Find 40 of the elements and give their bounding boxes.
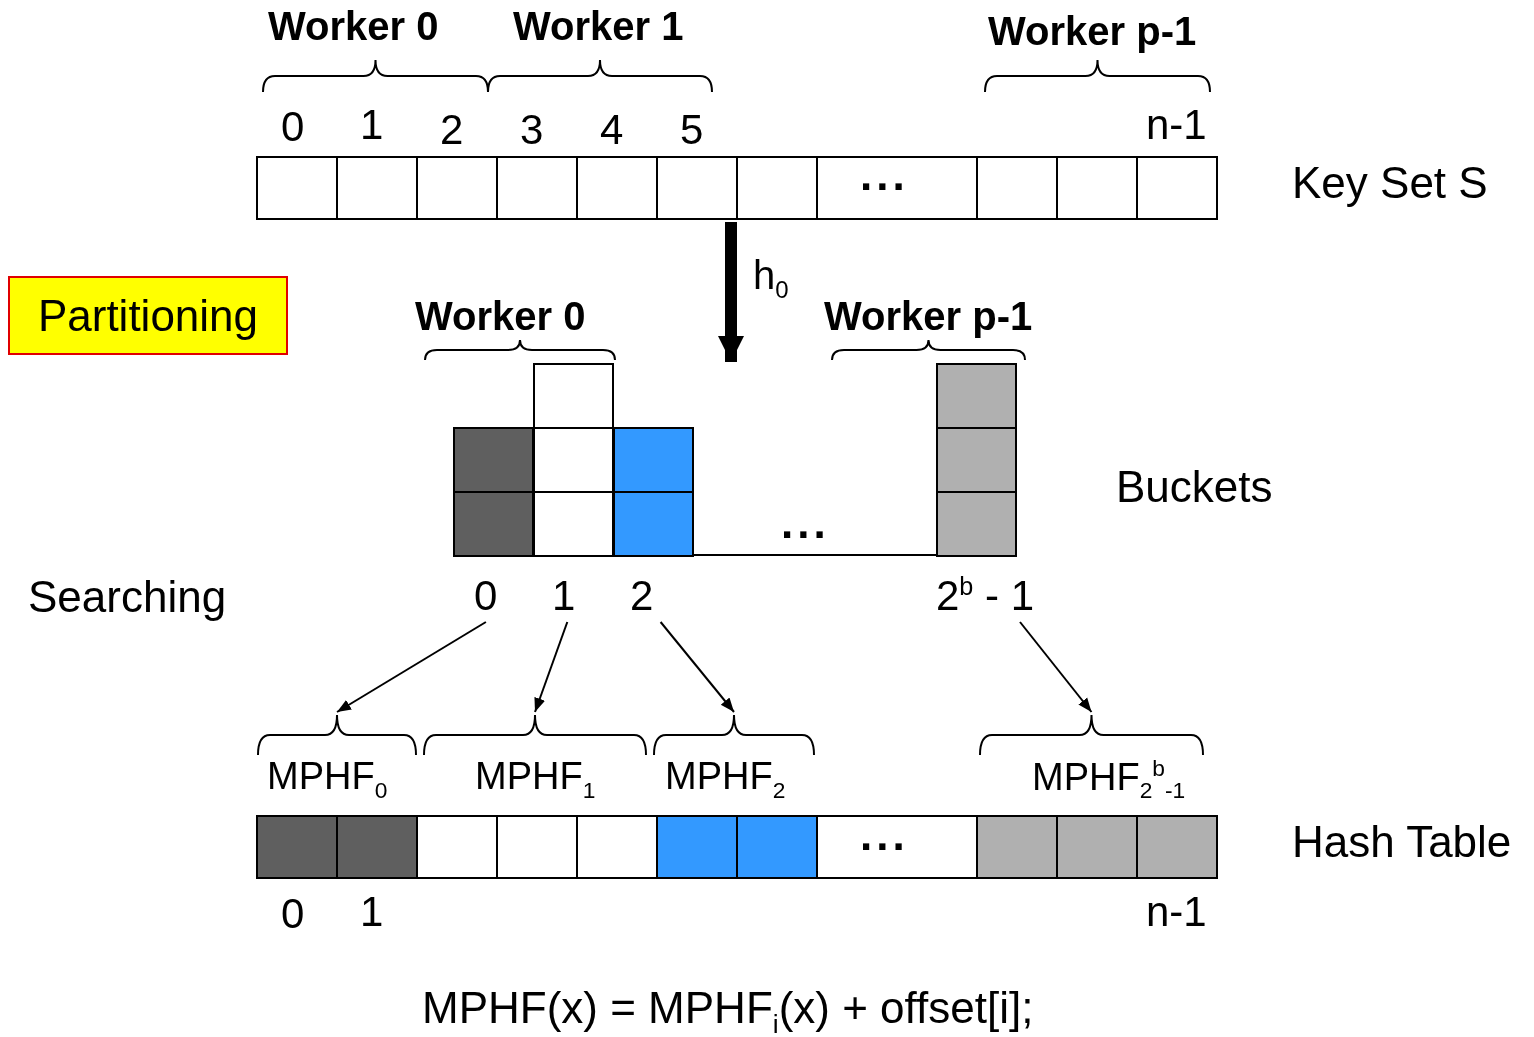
bucket-index: 1 [552, 572, 576, 621]
worker-label: Worker p-1 [988, 8, 1197, 54]
row-caption: Buckets [1116, 462, 1273, 513]
index-label: 4 [600, 106, 624, 155]
row-caption: Hash Table [1292, 817, 1512, 868]
index-label: 1 [360, 101, 384, 150]
index-label: 5 [680, 106, 704, 155]
ellipsis: ... [860, 810, 909, 861]
arrow [718, 222, 744, 362]
bucket-columns [453, 364, 1016, 556]
arrow [336, 621, 487, 713]
section-tag: Partitioning [8, 276, 288, 355]
arrow [1019, 621, 1093, 713]
index-label: Searching [28, 572, 227, 623]
index-label: 3 [520, 106, 544, 155]
ellipsis: ... [860, 150, 909, 201]
array-cells [256, 815, 1216, 879]
worker-label: Worker p-1 [824, 293, 1033, 339]
edge-label: h$_{0}$ [753, 252, 789, 304]
index-label: 1 [360, 888, 384, 937]
row-caption: Key Set S [1292, 158, 1488, 209]
worker-label: Worker 0 [268, 3, 439, 49]
arrow [659, 621, 735, 713]
index-label: 0 [281, 103, 305, 152]
array-cells [256, 156, 1216, 220]
index-label: 2 [440, 106, 464, 155]
worker-label: Worker 0 [415, 293, 586, 339]
function-label: MPHF$_{2}$ [665, 755, 786, 803]
index-label: n-1 [1146, 101, 1207, 150]
index-label: n-1 [1146, 888, 1207, 937]
index-label: MPHF(x) = MPHF$_{i}$(x) + offset[i]; [422, 983, 1034, 1037]
function-label: MPHF$_{1}$ [475, 755, 596, 803]
function-label: MPHF$_{0}$ [267, 755, 388, 803]
bucket-index: 0 [474, 572, 498, 621]
bucket-index: 2$^{b}$ - 1 [936, 572, 1035, 621]
bucket-index: 2 [630, 572, 654, 621]
index-label: 0 [281, 890, 305, 939]
arrow [534, 621, 569, 713]
ellipsis: ... [781, 498, 830, 549]
worker-label: Worker 1 [513, 3, 684, 49]
